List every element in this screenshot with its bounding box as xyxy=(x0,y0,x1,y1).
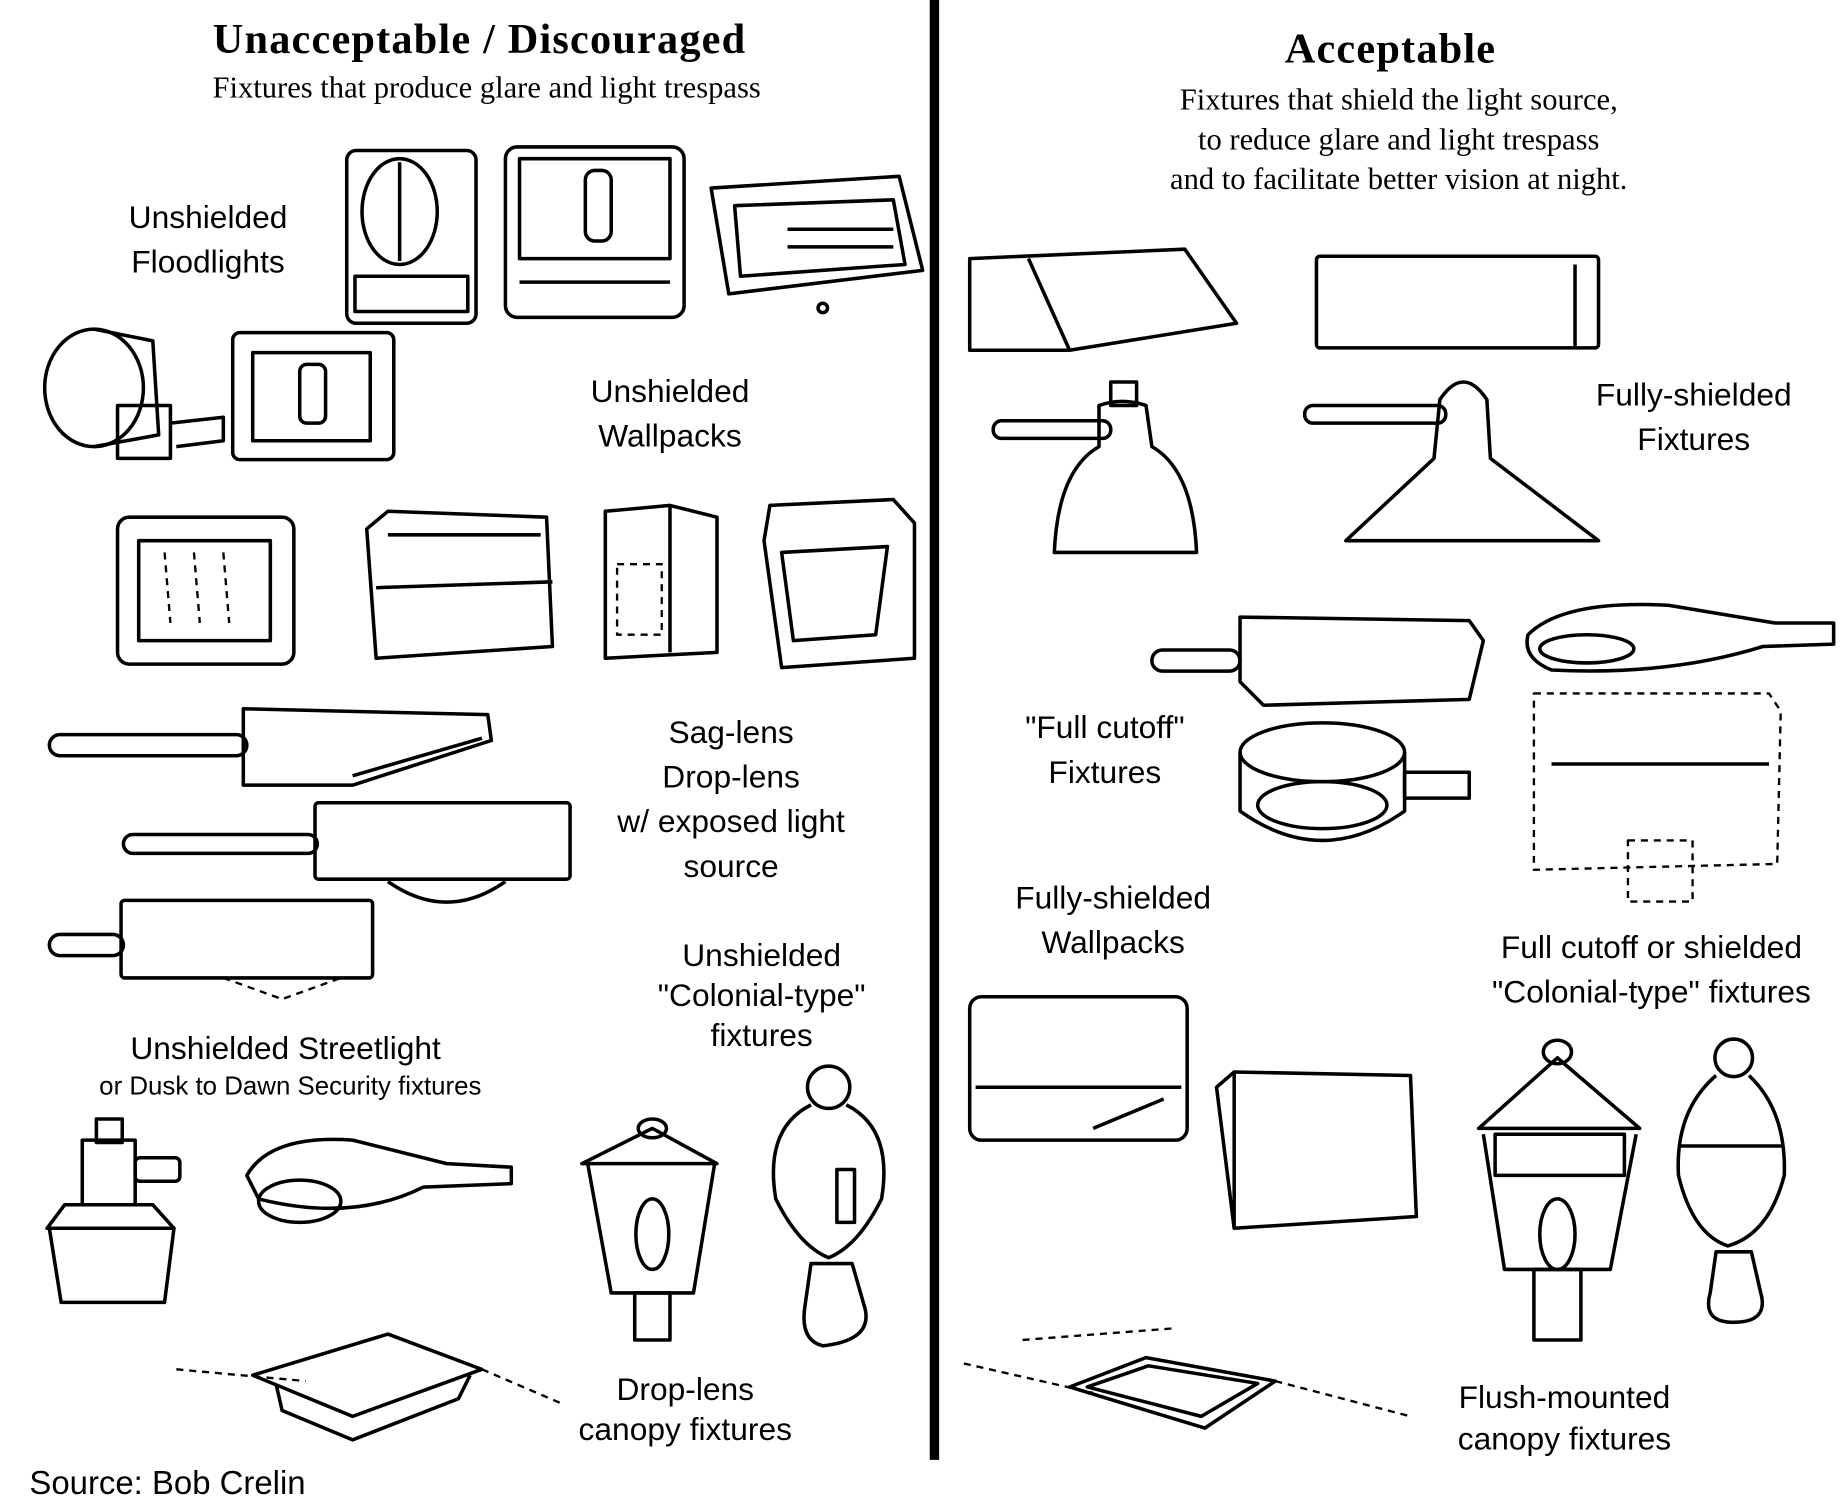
flush-canopy-illustration xyxy=(963,1327,1411,1430)
acceptable-title: Acceptable xyxy=(1284,24,1497,72)
label-shielded-colonial: Full cutoff or shielded"Colonial-type" f… xyxy=(1492,929,1811,1010)
floodlight-illustration-4 xyxy=(230,330,396,462)
label-full-cutoff-fixtures: "Full cutoff"Fixtures xyxy=(1025,709,1185,790)
shielded-wallpack-illustration-3 xyxy=(967,994,1189,1142)
column-divider xyxy=(929,0,940,1460)
full-cutoff-round-illustration xyxy=(1238,721,1472,843)
source-credit: Source: Bob Crelin xyxy=(29,1464,306,1501)
acceptable-subtitle: Fixtures that shield the light source,to… xyxy=(1170,82,1628,197)
wallpack-illustration-2 xyxy=(364,509,555,660)
shielded-dome-light-illustration xyxy=(991,380,1199,555)
shielded-wallpack-illustration-4 xyxy=(1214,1070,1419,1231)
wallpack-illustration-1 xyxy=(115,515,296,666)
wallpack-illustration-4 xyxy=(762,497,917,670)
sag-lens-illustration-1 xyxy=(47,707,494,787)
shielded-colonial-lantern-illustration xyxy=(1476,1038,1642,1342)
full-cutoff-shoebox-illustration xyxy=(1150,615,1486,708)
shielded-cone-light-illustration xyxy=(1302,380,1601,543)
colonial-lantern-illustration xyxy=(580,1117,719,1342)
shielded-acorn-light-illustration xyxy=(1676,1037,1787,1325)
sag-lens-illustration-2 xyxy=(47,898,375,1001)
cobra-streetlight-illustration xyxy=(245,1137,514,1225)
full-cutoff-box-illustration xyxy=(1532,692,1782,903)
floodlight-illustration-2 xyxy=(503,145,830,320)
unacceptable-title: Unacceptable / Discouraged xyxy=(212,15,747,63)
acorn-light-illustration xyxy=(771,1064,886,1348)
shielded-wallpack-illustration-2 xyxy=(1314,254,1601,350)
security-light-illustration xyxy=(45,1117,182,1305)
floodlight-illustration-1 xyxy=(344,148,478,325)
full-cutoff-cobra-illustration xyxy=(1525,602,1836,673)
round-floodlight-illustration xyxy=(42,327,226,461)
unacceptable-subtitle: Fixtures that produce glare and light tr… xyxy=(212,70,761,105)
label-unshielded-streetlight: Unshielded Streetlight xyxy=(130,1030,441,1067)
drop-lens-canopy-illustration xyxy=(176,1332,565,1442)
label-unshielded-colonial: Unshielded"Colonial-type"fixtures xyxy=(657,937,866,1054)
label-dusk-to-dawn: or Dusk to Dawn Security fixtures xyxy=(99,1070,482,1101)
drop-lens-illustration xyxy=(121,801,572,904)
floodlight-illustration-3 xyxy=(709,174,925,296)
shielded-wallpack-illustration-1 xyxy=(967,247,1239,353)
wallpack-illustration-3 xyxy=(603,503,719,660)
